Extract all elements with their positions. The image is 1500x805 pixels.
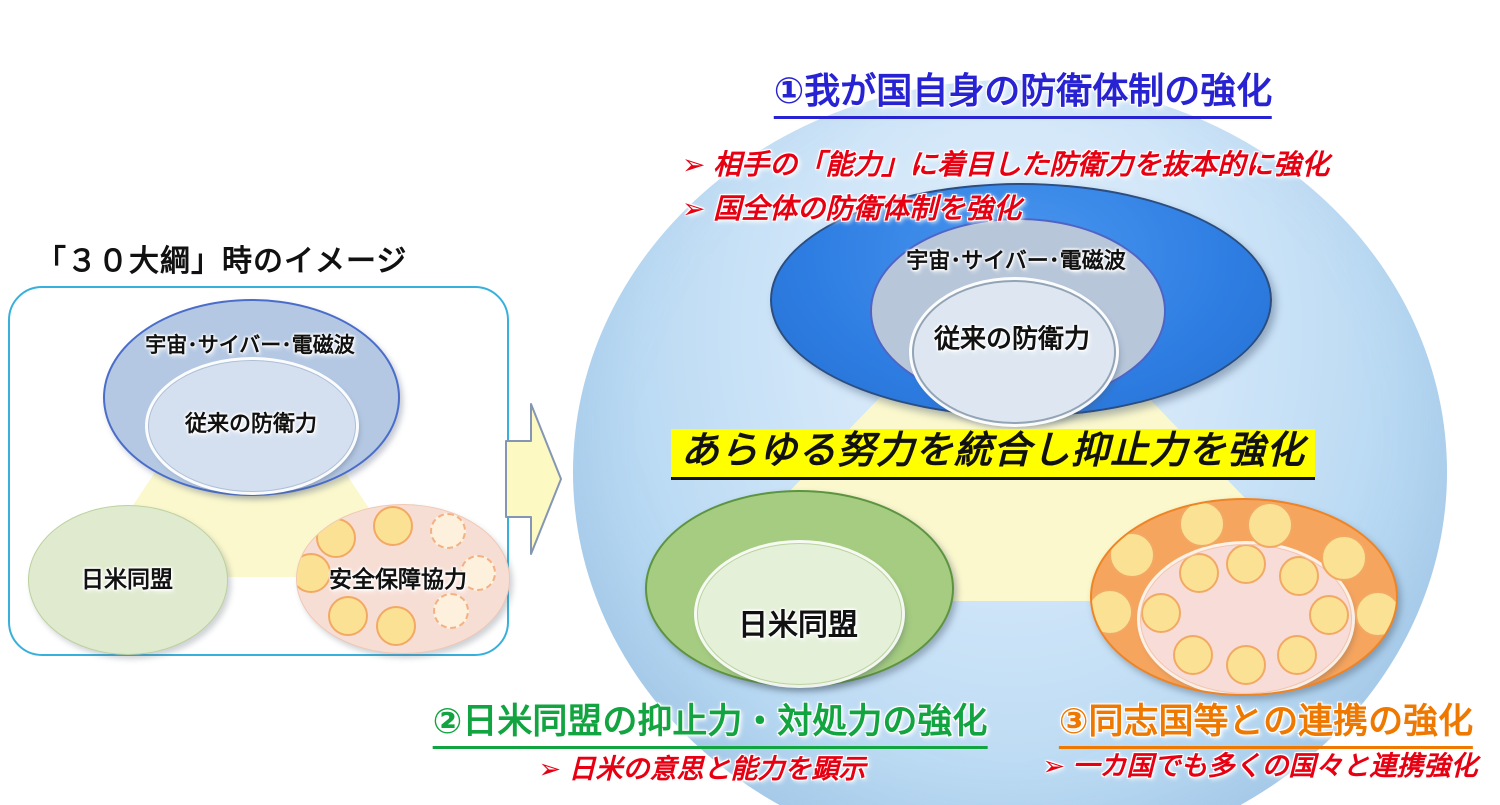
partner-circle [1247, 502, 1293, 548]
partner-circle [1141, 593, 1181, 633]
security-coop-label-left: 安全保障協力 [329, 566, 467, 592]
left-security-ellipse [296, 504, 510, 654]
alliance-ellipse-left [28, 505, 228, 655]
partner-circle [1309, 595, 1349, 635]
partner-circle [1179, 501, 1225, 547]
conventional-ellipse-right [912, 280, 1116, 424]
alliance-label-right: 日米同盟 [738, 609, 858, 642]
partner-circle [1109, 532, 1155, 578]
conventional-label-left: 従来の防衛力 [184, 411, 318, 436]
section3-bullet: ➢ 一カ国でも多くの国々と連携強化 [1042, 751, 1478, 781]
prospect-circle [460, 555, 496, 591]
transition-arrow [505, 403, 562, 555]
section1-bullet-1: ➢ 相手の「能力」に着目した防衛力を抜本的に強化 [682, 149, 1330, 180]
partner-circle [1173, 635, 1213, 675]
partner-circle [1179, 553, 1219, 593]
partner-circle [316, 518, 356, 558]
prospect-circle [433, 593, 469, 629]
alliance-inner-ellipse-right [697, 543, 902, 685]
partner-circle [376, 606, 416, 646]
partner-circle [1092, 589, 1133, 635]
partner-circle [1279, 556, 1319, 596]
conventional-ellipse-left [148, 360, 356, 492]
partner-circle [1226, 545, 1266, 584]
partner-circle [1226, 645, 1266, 685]
prospect-circle [430, 513, 466, 549]
alliance-label-left: 日米同盟 [81, 566, 173, 592]
space-cyber-label-left: 宇宙･サイバー･電磁波 [145, 334, 355, 357]
section2-title: ②日米同盟の抑止力・対処力の強化 [432, 693, 988, 749]
section1-bullet-2: ➢ 国全体の防衛体制を強化 [682, 193, 1022, 224]
partner-circle [297, 553, 331, 593]
space-cyber-label-right: 宇宙･サイバー･電磁波 [906, 248, 1126, 273]
partner-circle [373, 506, 413, 546]
left-panel-title: 「３０大綱」時のイメージ [36, 245, 408, 278]
section1-title: ①我が国自身の防衛体制の強化 [773, 62, 1273, 119]
right-partners-inner-ellipse [1140, 544, 1352, 694]
partner-circle [328, 596, 368, 636]
deterrence-banner: あらゆる努力を統合し抑止力を強化 [648, 429, 1338, 480]
partner-circle [1321, 535, 1367, 581]
section2-bullet: ➢ 日米の意思と能力を顕示 [538, 754, 866, 784]
partner-circle [1277, 635, 1317, 675]
section3-title: ③同志国等との連携の強化 [1058, 693, 1474, 749]
deterrence-banner-text: あらゆる努力を統合し抑止力を強化 [670, 429, 1315, 480]
partner-circle [1355, 591, 1396, 637]
conventional-label-right: 従来の防衛力 [933, 323, 1091, 354]
right-partners-ellipse [1090, 498, 1398, 696]
